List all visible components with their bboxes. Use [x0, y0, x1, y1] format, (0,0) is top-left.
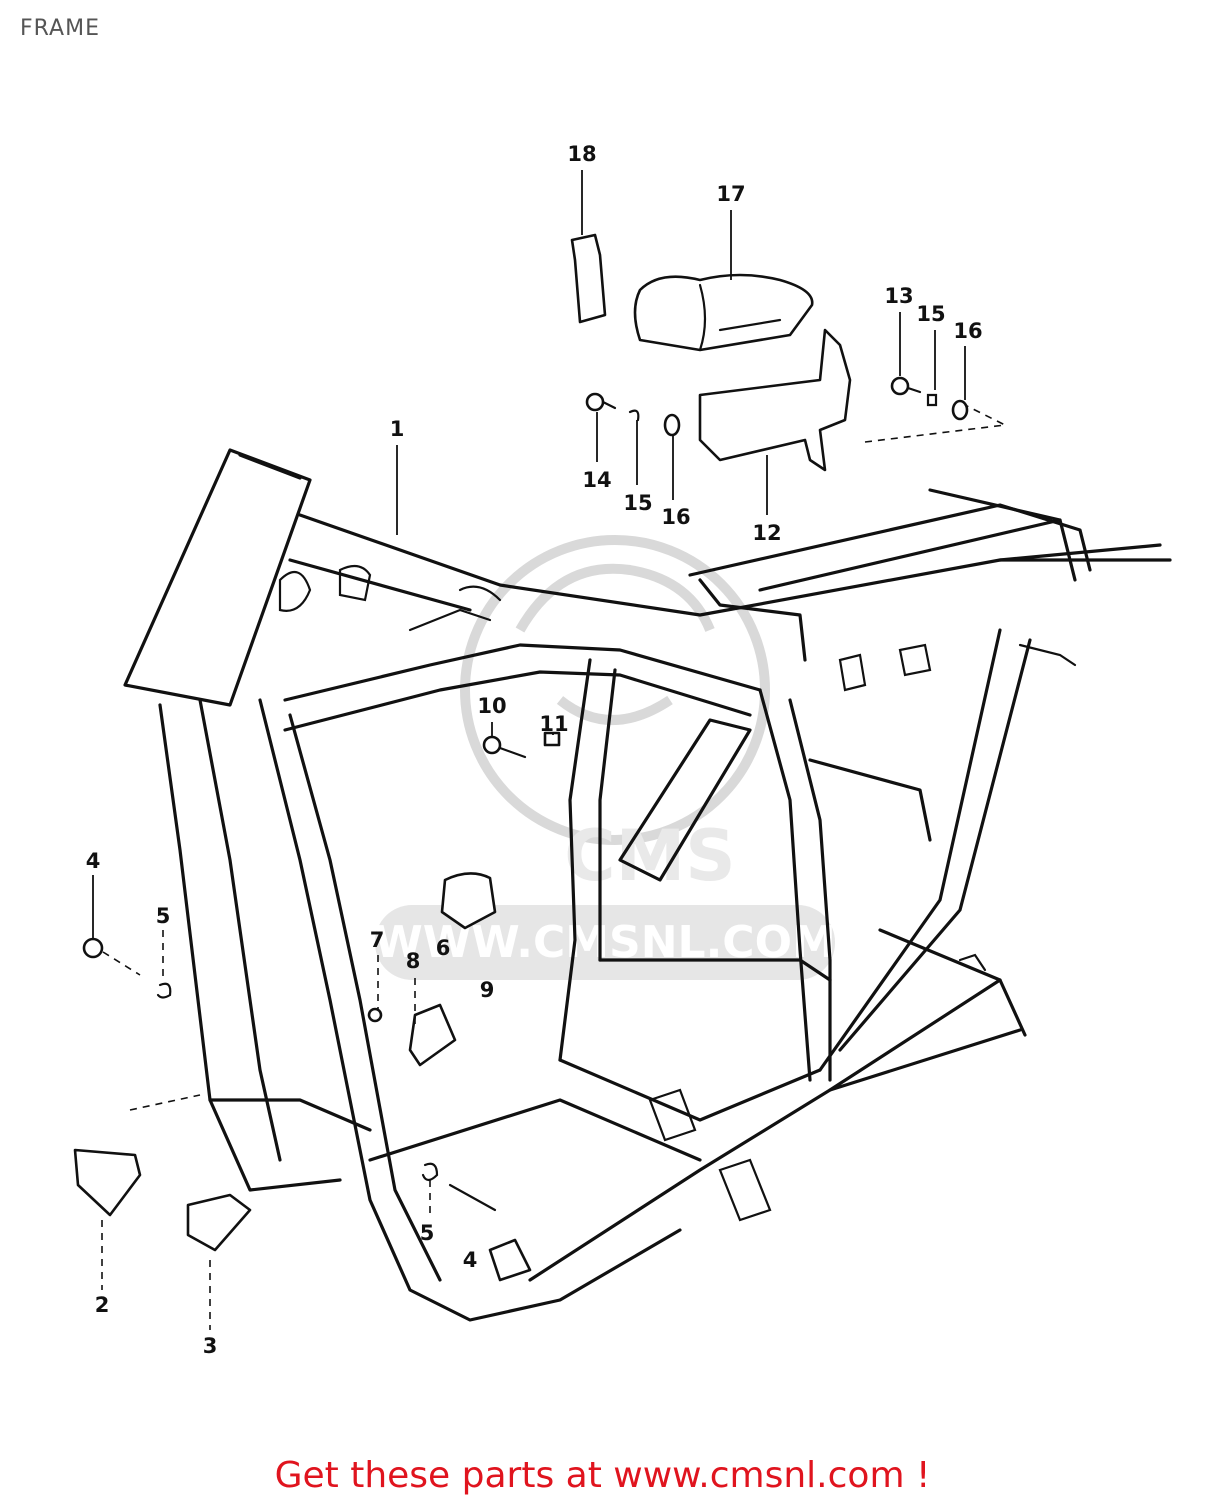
callout-17: 17: [716, 182, 745, 206]
callout-4-left: 4: [86, 849, 101, 873]
callout-14: 14: [582, 468, 611, 492]
callout-10: 10: [477, 694, 506, 718]
leader-lines: [92, 170, 966, 1330]
callout-16-top: 16: [953, 319, 982, 343]
callout-16-mid: 16: [661, 505, 690, 529]
part-12-bracket: [698, 328, 852, 472]
callout-6: 6: [436, 936, 451, 960]
callout-8: 8: [406, 949, 421, 973]
callout-1: 1: [390, 417, 405, 441]
callout-5-left: 5: [156, 904, 171, 928]
part-17-tray: [633, 273, 814, 352]
callout-labels: 18 17 13 15 16 1 14 15 16 12 10 11 4 5 7…: [86, 142, 983, 1358]
hardware-parts: [73, 376, 1008, 1282]
cmsnl-link[interactable]: Get these parts at www.cmsnl.com !: [274, 1455, 931, 1496]
callout-7: 7: [370, 928, 385, 952]
callout-12: 12: [752, 521, 781, 545]
callout-5-bottom: 5: [420, 1221, 435, 1245]
callout-4-bottom: 4: [463, 1248, 478, 1272]
callout-9: 9: [480, 978, 495, 1002]
frame-parts-diagram: WWW.CMSNL.COM CMS: [73, 142, 1172, 1358]
callout-3: 3: [203, 1334, 218, 1358]
part-18-strap: [570, 233, 607, 324]
callout-18: 18: [567, 142, 596, 166]
callout-2: 2: [95, 1293, 110, 1317]
callout-11: 11: [539, 712, 568, 736]
callout-13: 13: [884, 284, 913, 308]
callout-15-mid: 15: [623, 491, 652, 515]
callout-15-top: 15: [916, 302, 945, 326]
page-title: FRAME: [20, 16, 100, 41]
main-frame: [123, 448, 1172, 1322]
watermark-logo-text: CMS: [564, 815, 735, 897]
